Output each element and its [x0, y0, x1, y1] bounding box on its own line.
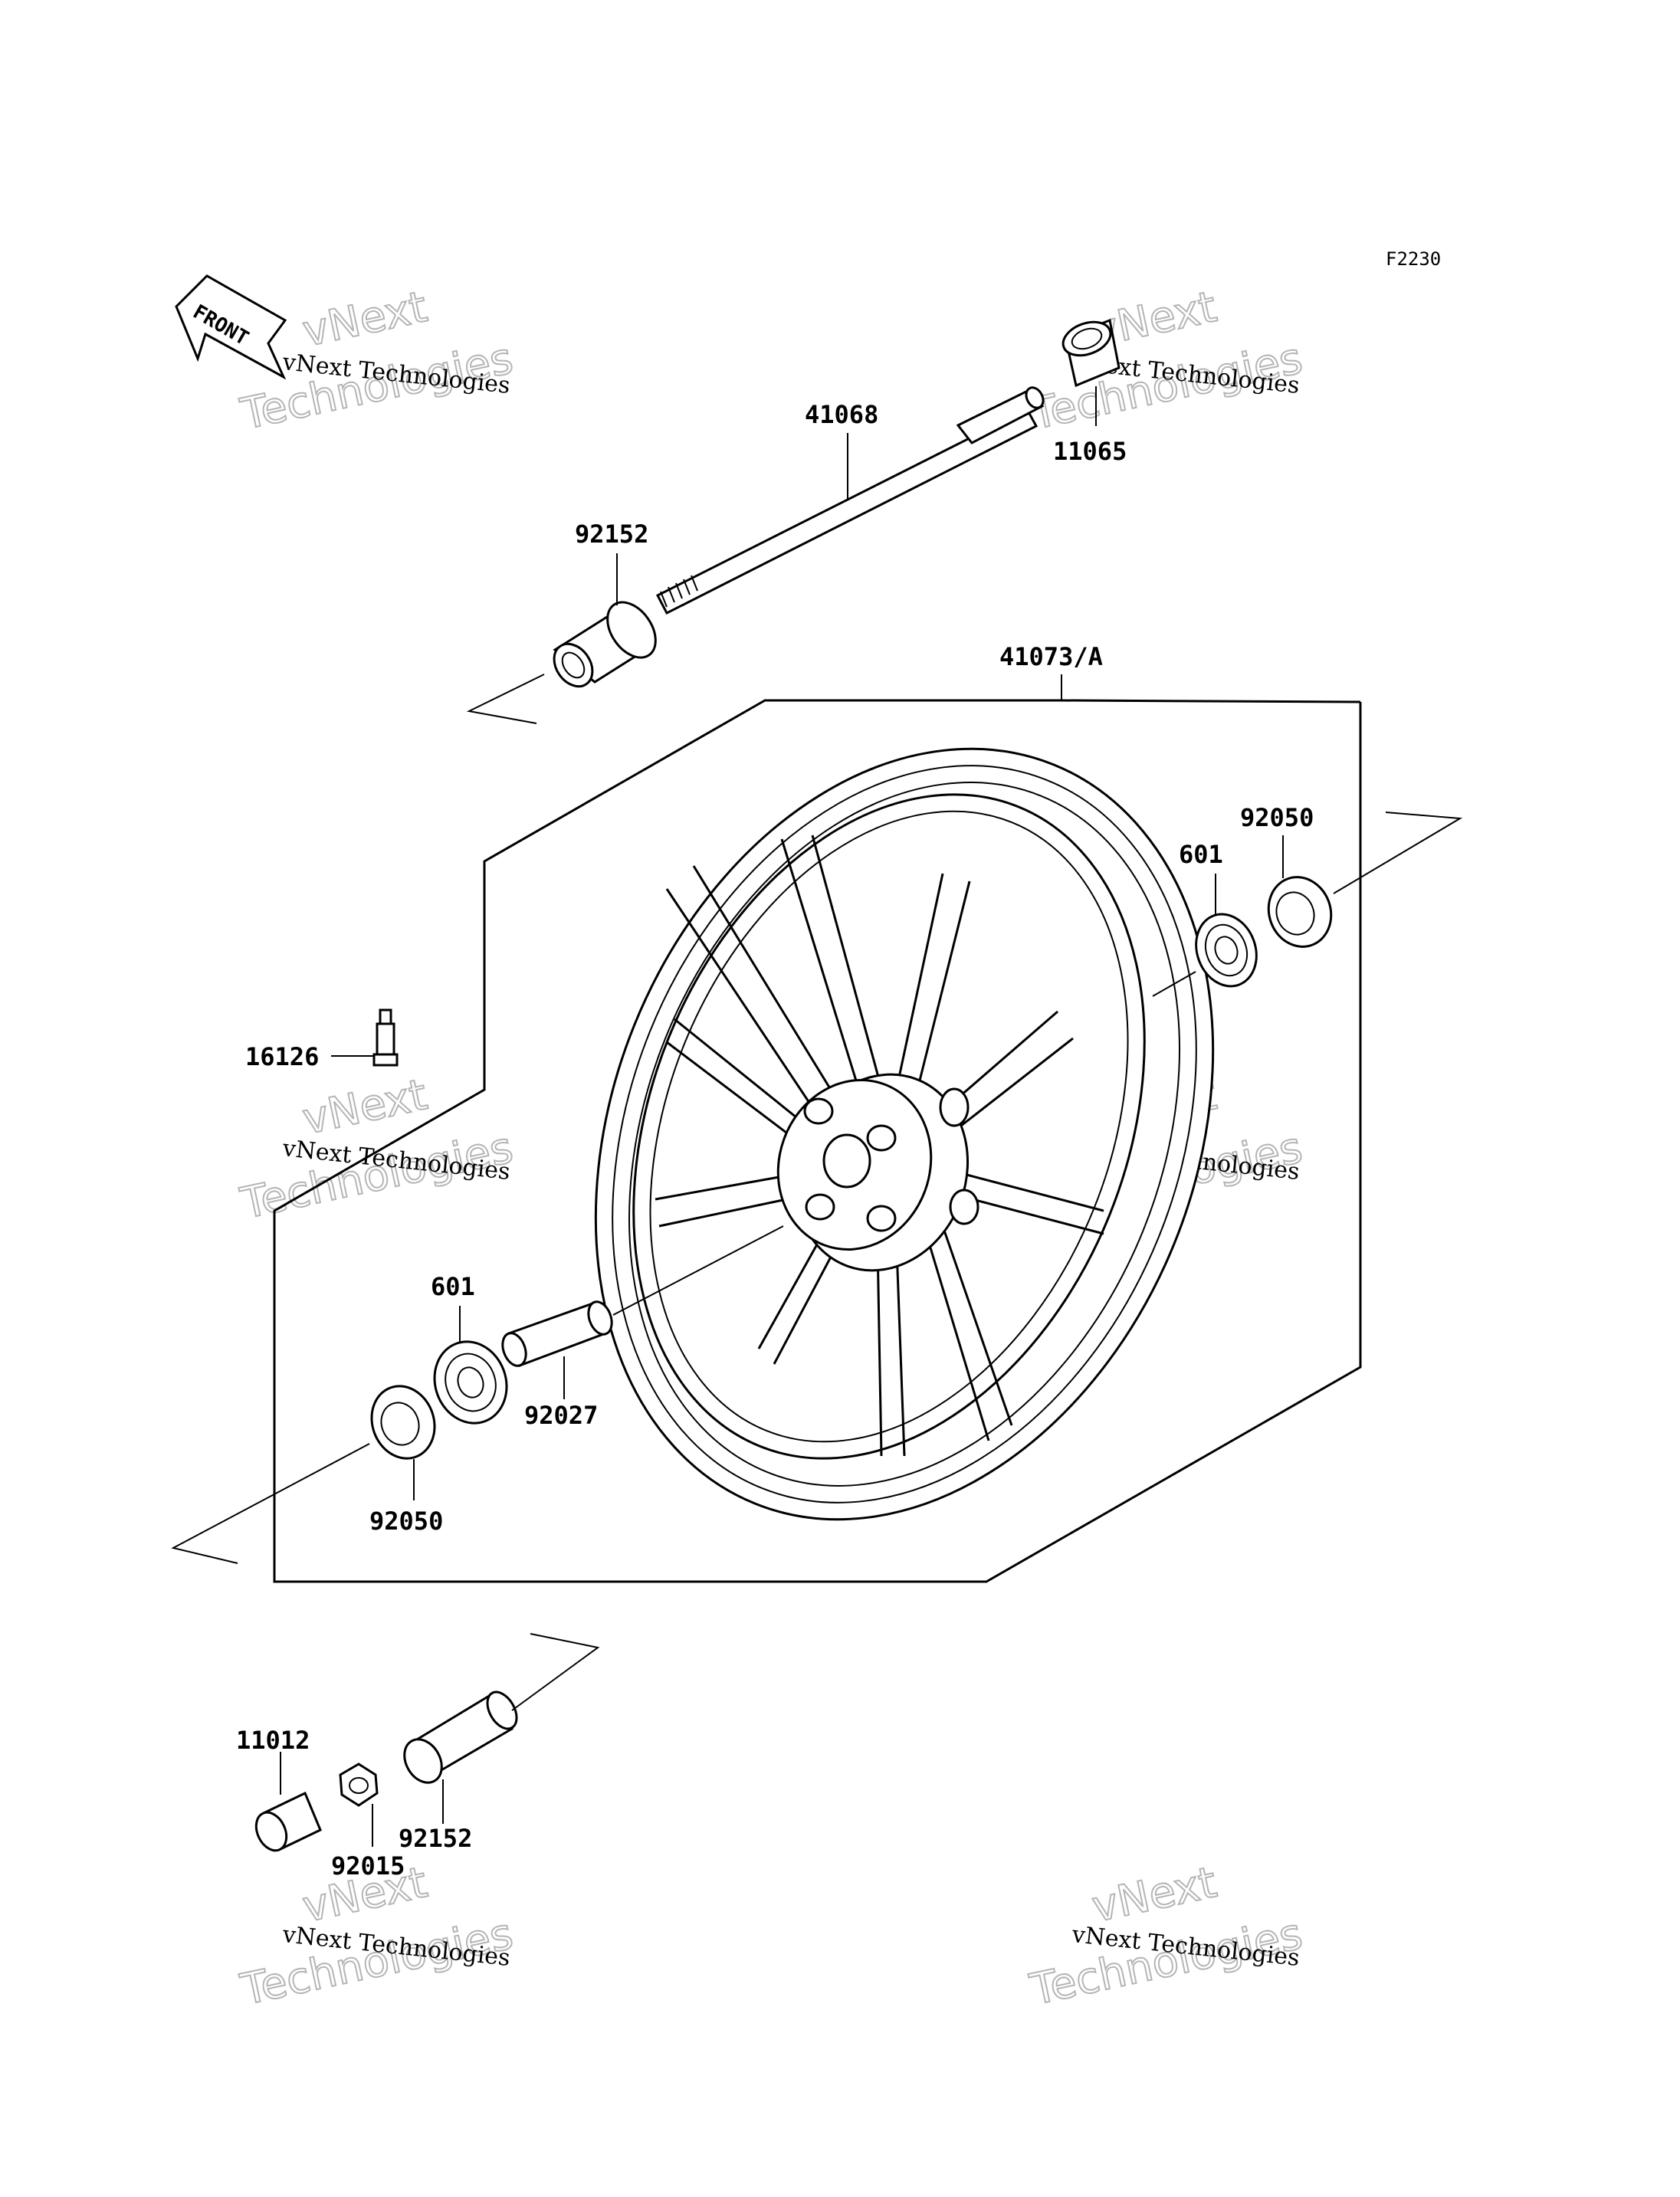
label-92050-left: 92050 — [369, 1507, 443, 1536]
watermark-mid-left: vNext Technologies vNext Technologies — [235, 1069, 517, 1230]
watermark-top-right: vNext Technologies vNext Technologies — [1025, 281, 1307, 441]
bearing-601-left — [433, 1306, 508, 1425]
svg-text:vNext: vNext — [298, 1070, 431, 1145]
nut-92015 — [339, 1763, 379, 1847]
watermark-bottom-right: vNext Technologies vNext Technologies — [1025, 1857, 1307, 2016]
label-11012: 11012 — [236, 1726, 310, 1755]
front-arrow-icon: FRONT — [175, 274, 287, 380]
collar-92152-bottom — [403, 1633, 600, 1824]
label-92015: 92015 — [331, 1851, 405, 1881]
frame-top-edge — [1061, 699, 1361, 703]
seal-92050-right — [1267, 812, 1463, 948]
seal-92050-left — [171, 1385, 436, 1564]
label-92027: 92027 — [524, 1401, 598, 1430]
label-41073a: 41073/A — [999, 642, 1103, 671]
label-41068: 41068 — [805, 400, 878, 429]
svg-text:vNext: vNext — [1088, 1858, 1221, 1933]
diagram-code: F2230 — [1386, 248, 1441, 270]
cap-11012 — [254, 1752, 322, 1852]
axle-41068 — [655, 386, 1045, 615]
collar-11065 — [1061, 318, 1121, 426]
watermark-top-left: vNext Technologies vNext Technologies — [235, 281, 517, 441]
watermark-bottom-left: vNext Technologies vNext Technologies — [235, 1857, 517, 2016]
label-601-right: 601 — [1179, 840, 1223, 869]
spacer-92027 — [501, 1225, 784, 1399]
wheel-hub — [776, 1073, 979, 1272]
bearing-601-right — [1152, 874, 1258, 997]
label-92152-top: 92152 — [575, 520, 648, 549]
label-11065: 11065 — [1053, 437, 1127, 466]
collar-92152-top — [466, 553, 657, 724]
label-601-left: 601 — [431, 1272, 475, 1301]
label-92152-bottom: 92152 — [399, 1824, 472, 1853]
label-16126: 16126 — [245, 1042, 319, 1071]
valve-16126 — [331, 1008, 399, 1067]
label-92050-right: 92050 — [1240, 803, 1314, 832]
svg-text:vNext: vNext — [298, 282, 431, 357]
